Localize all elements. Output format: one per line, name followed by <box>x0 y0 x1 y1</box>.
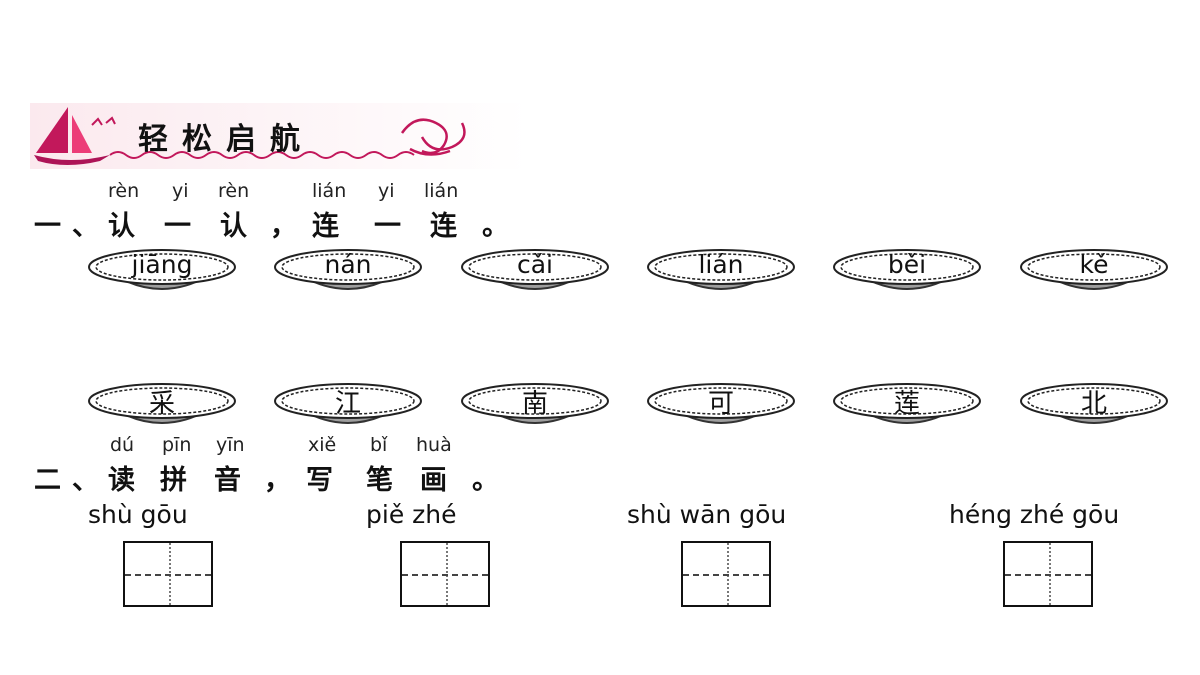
bowl-label: 北 <box>1080 389 1107 419</box>
bowl-icon <box>88 249 236 290</box>
character-bowl[interactable]: 北 <box>1018 380 1170 432</box>
bowl-icon <box>1020 249 1168 290</box>
bowl-label: lián <box>698 250 744 279</box>
section1-heading: 一、认一认，连一连。 <box>34 211 509 242</box>
bowl-icon <box>461 249 609 290</box>
banner-title: 轻松启航 <box>138 122 314 157</box>
bowl-icon <box>833 249 981 290</box>
character-bowl[interactable]: 莲 <box>831 380 983 432</box>
pinyin-bowl[interactable]: kě <box>1018 246 1170 298</box>
bowl-label: 采 <box>148 389 175 419</box>
bowl-label: běi <box>887 250 927 279</box>
pinyin-bowl[interactable]: cǎi <box>459 246 611 298</box>
pinyin-bowl[interactable]: jiāng <box>86 246 238 298</box>
writing-grid-box[interactable] <box>123 541 213 607</box>
character-bowl[interactable]: 南 <box>459 380 611 432</box>
bowl-label: 南 <box>521 389 548 419</box>
character-bowl[interactable]: 可 <box>645 380 797 432</box>
heading2-pinyin-1: dú <box>110 434 135 456</box>
bowl-icon <box>274 249 422 290</box>
bowl-label: 江 <box>334 389 361 419</box>
character-bowl[interactable]: 采 <box>86 380 238 432</box>
stroke-pinyin: shù wān gōu <box>627 500 787 529</box>
bowl-label: 莲 <box>893 389 920 419</box>
bowl-label: 可 <box>707 389 734 419</box>
section2-heading: 二、读拼音，写笔画。 <box>34 465 499 496</box>
stroke-pinyin: piě zhé <box>366 500 457 529</box>
section-banner <box>30 103 528 169</box>
bowl-icon <box>647 383 795 424</box>
bowl-icon <box>461 383 609 424</box>
heading1-pinyin-5: yi <box>378 180 395 202</box>
heading2-pinyin-2: pīn <box>162 434 192 456</box>
bowl-icon <box>88 383 236 424</box>
bowl-label: nán <box>324 250 372 279</box>
bowl-label: kě <box>1079 250 1109 279</box>
stroke-pinyin: shù gōu <box>88 500 188 529</box>
bowl-icon <box>647 249 795 290</box>
heading1-pinyin-6: lián <box>424 180 459 202</box>
bowl-label: cǎi <box>516 250 553 279</box>
heading2-pinyin-3: yīn <box>216 434 245 456</box>
bowl-label: jiāng <box>131 250 193 279</box>
heading2-pinyin-6: huà <box>416 434 452 456</box>
pinyin-bowl[interactable]: lián <box>645 246 797 298</box>
heading1-pinyin-3: rèn <box>218 180 250 202</box>
writing-grid-box[interactable] <box>681 541 771 607</box>
character-bowl[interactable]: 江 <box>272 380 424 432</box>
heading1-pinyin-1: rèn <box>108 180 140 202</box>
bowl-icon <box>1020 383 1168 424</box>
pinyin-bowl[interactable]: běi <box>831 246 983 298</box>
heading1-pinyin-2: yi <box>172 180 189 202</box>
writing-grid-box[interactable] <box>1003 541 1093 607</box>
sailboat-banner-icon <box>30 103 528 169</box>
heading2-pinyin-5: bǐ <box>370 434 388 456</box>
stroke-pinyin: héng zhé gōu <box>949 500 1120 529</box>
pinyin-bowl[interactable]: nán <box>272 246 424 298</box>
heading2-pinyin-4: xiě <box>308 434 337 456</box>
bowl-icon <box>833 383 981 424</box>
heading1-pinyin-4: lián <box>312 180 347 202</box>
writing-grid-box[interactable] <box>400 541 490 607</box>
bowl-icon <box>274 383 422 424</box>
